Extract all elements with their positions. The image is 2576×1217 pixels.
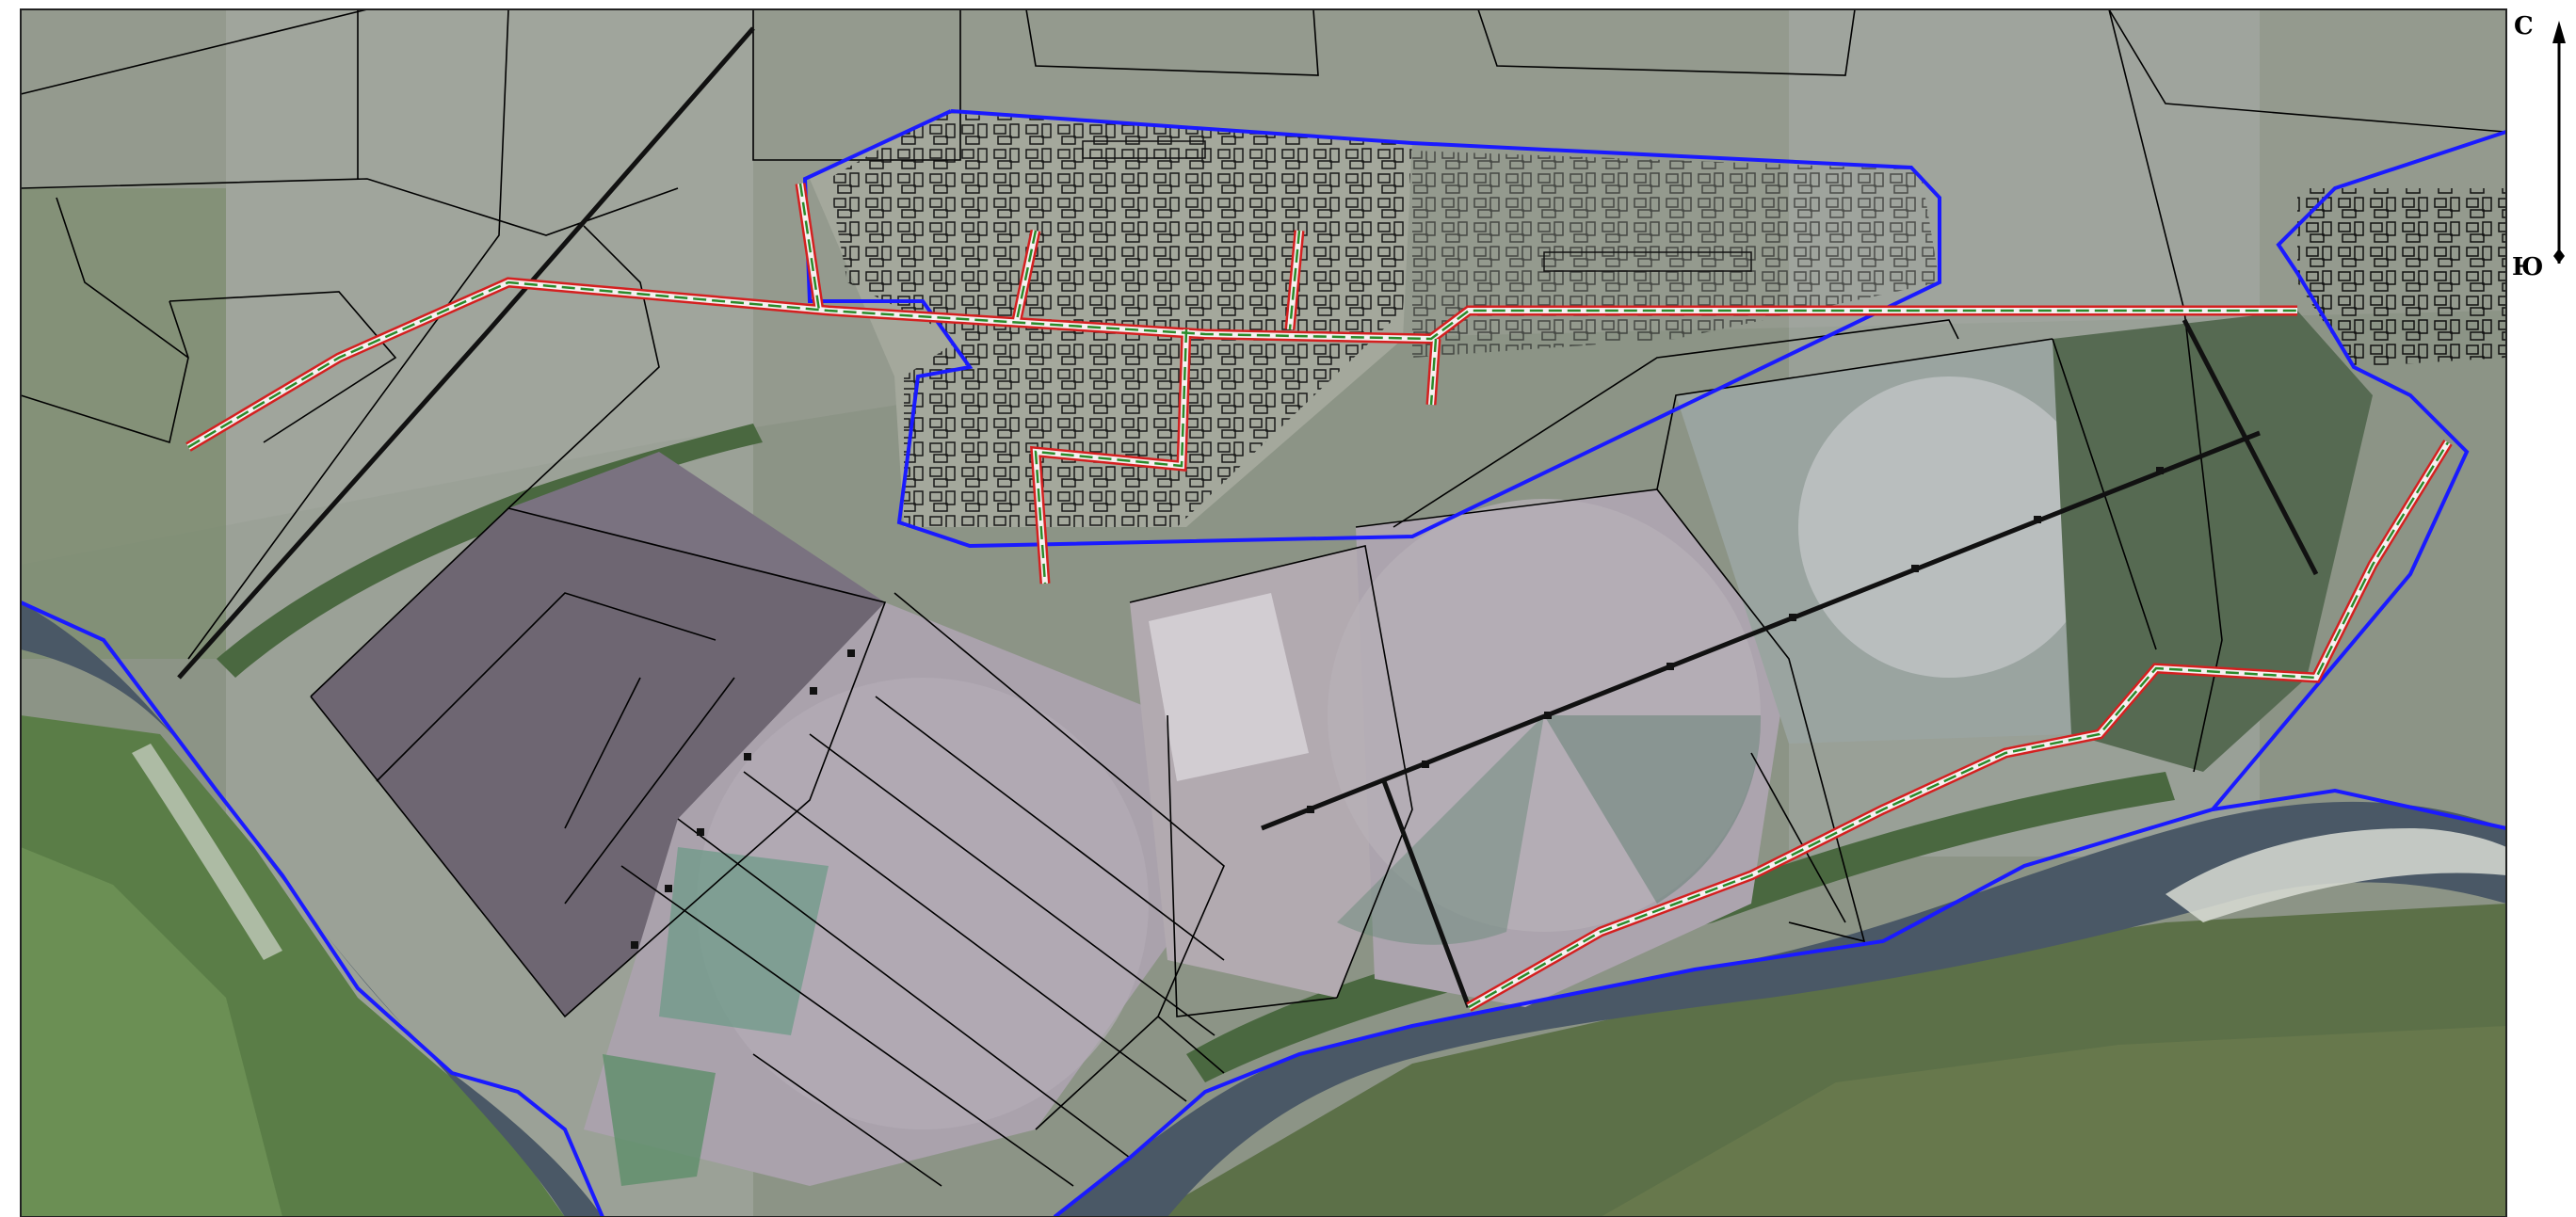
settlement-boundary <box>20 109 2507 1217</box>
river <box>21 602 2506 1217</box>
north-label: С <box>2514 12 2534 40</box>
compass: С Ю <box>2512 12 2566 281</box>
forest-right <box>2053 311 2373 772</box>
parcel-lines <box>20 8 2505 1187</box>
power-line-poles <box>631 467 2164 949</box>
north-arrow-icon <box>2552 21 2566 264</box>
satellite-image <box>21 9 2506 1217</box>
pipeline-route <box>185 183 2453 1012</box>
map-border <box>20 8 2507 1217</box>
sandbar <box>2165 828 2506 922</box>
south-label: Ю <box>2512 253 2543 281</box>
